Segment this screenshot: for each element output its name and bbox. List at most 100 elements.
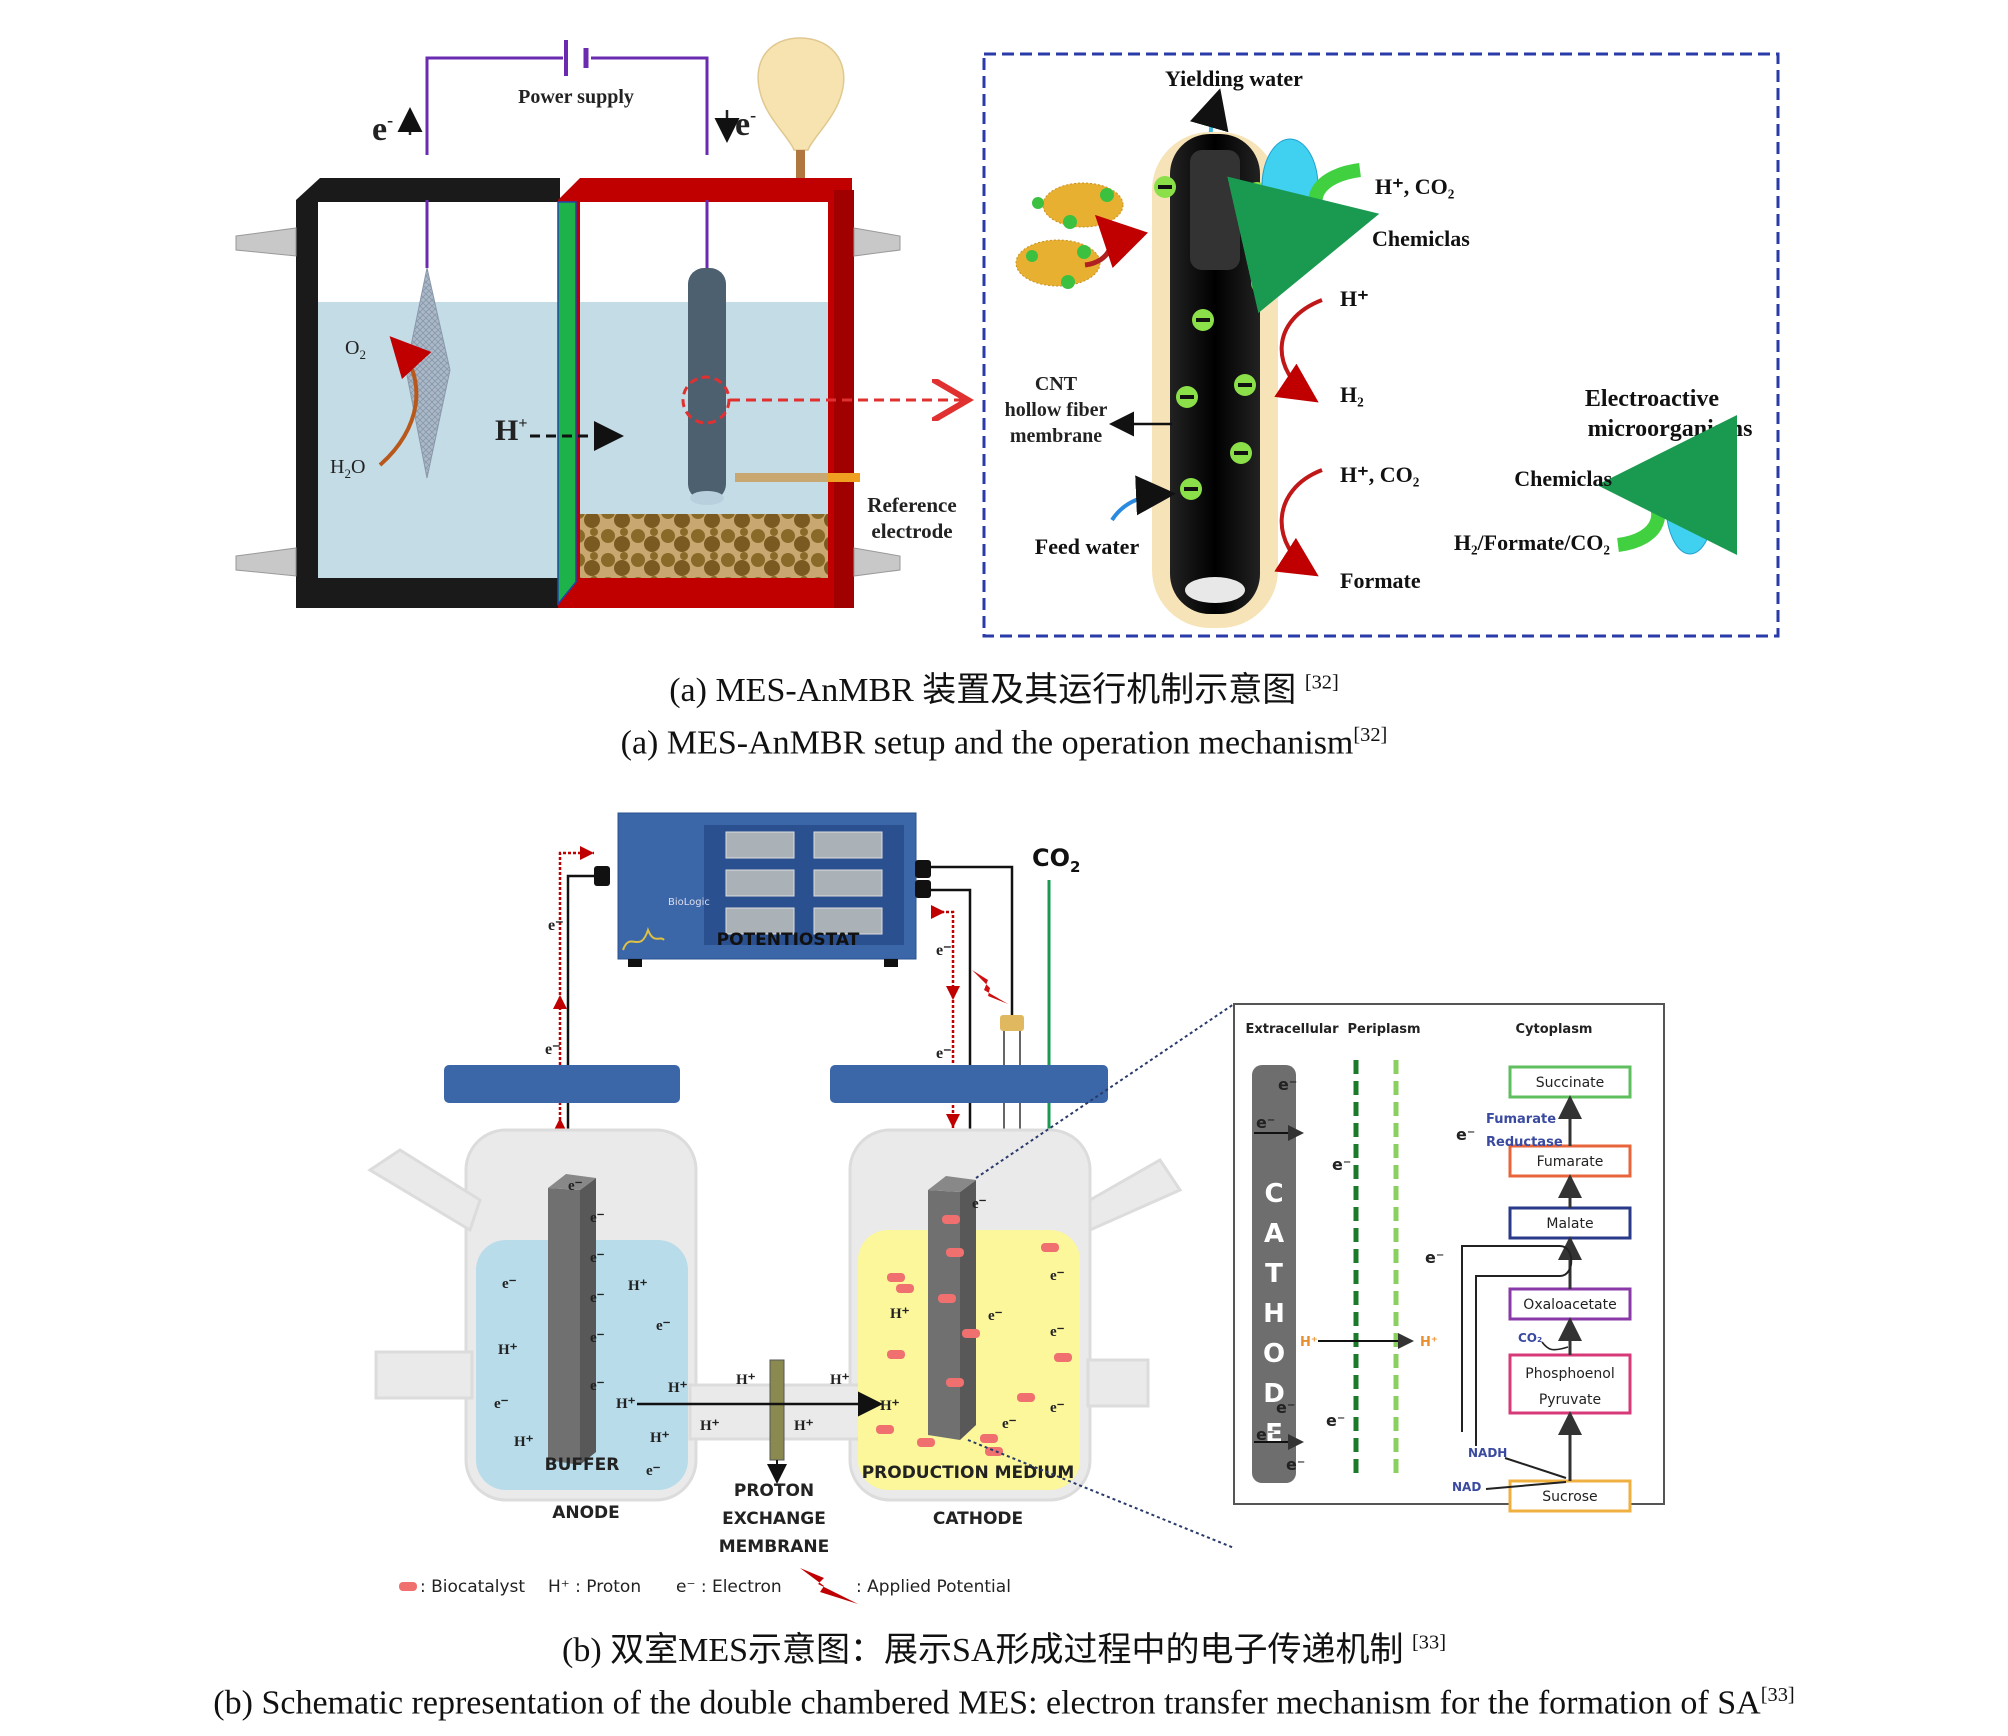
reference-electrode-label-1: Reference — [867, 493, 956, 517]
co2-fixation-curve — [1541, 1341, 1569, 1351]
extracellular-label: Extracellular — [1246, 1022, 1340, 1037]
inset-proton-right: H⁺ — [1420, 1335, 1438, 1350]
inset-cathode-bar — [1252, 1065, 1296, 1483]
electron-label: e⁻ — [972, 1196, 987, 1212]
inset-electron: e⁻ — [1425, 1248, 1444, 1267]
pathway-box-succinate — [1508, 1065, 1632, 1099]
chemiclas-top-label: Chemiclas — [1372, 226, 1470, 251]
electron-label: e⁻ — [590, 1250, 605, 1266]
feed-water-label: Feed water — [1035, 534, 1140, 559]
membrane-label-1: PROTON — [734, 1481, 814, 1501]
gas-bag-icon — [757, 37, 845, 151]
cathode-letter: A — [1264, 1219, 1284, 1249]
proton-exchange-membrane-a — [557, 201, 577, 607]
nadh-label: NADH — [1468, 1446, 1507, 1460]
electroactive-label-2: microorganisms — [1588, 416, 1753, 442]
oxygen-evolution-arrow — [378, 336, 432, 467]
caption-b-en: (b) Schematic representation of the doub… — [0, 1684, 2008, 1722]
biocatalysts — [876, 1215, 1072, 1456]
electron-up-label: e- — [372, 110, 393, 148]
pathway-box-oxaloacetate — [1508, 1287, 1632, 1321]
electron-charge — [1180, 478, 1202, 500]
pathway-label: Fumarate — [1537, 1154, 1604, 1170]
fumarate-reductase-label-2: Reductase — [1486, 1135, 1563, 1150]
caption-b-zh-ref: [33] — [1412, 1631, 1446, 1654]
legend: : Biocatalyst H⁺ : Proton e⁻ : Electron … — [399, 1568, 1011, 1604]
biocatalyst — [942, 1215, 960, 1224]
proton-label: H⁺ — [880, 1398, 900, 1414]
panel-a-mechanism: Yielding water H⁺, CO₂ Chem — [982, 52, 1780, 638]
electron-charge — [1154, 176, 1176, 198]
anode-headspace — [318, 202, 561, 302]
legend-bolt-icon — [800, 1568, 858, 1604]
flow-arrow — [580, 846, 594, 860]
pathway-box-fumarate — [1508, 1144, 1632, 1178]
green-conversion-arrow-bottom — [1597, 415, 1737, 555]
pathway-label: Malate — [1546, 1216, 1593, 1232]
h2-label: H₂ — [1340, 382, 1364, 407]
reference-electrode-tip — [828, 473, 860, 482]
proton-label: H⁺ — [830, 1372, 850, 1388]
proton-label-a: H+ — [495, 414, 527, 447]
zoom-line-top — [975, 1003, 1235, 1179]
biocatalyst — [1017, 1393, 1035, 1402]
h-co2-top-label: H⁺, CO₂ — [1375, 174, 1455, 199]
periplasm-label: Periplasm — [1347, 1022, 1420, 1037]
cathode-letter: O — [1263, 1339, 1285, 1369]
buffer-label: BUFFER — [545, 1455, 620, 1475]
flow-arrow — [946, 986, 960, 1000]
cytoplasm-label: Cytoplasm — [1516, 1022, 1593, 1037]
proton-label: H⁺ — [616, 1396, 636, 1412]
electron-label: e⁻ — [502, 1276, 517, 1292]
inset-electron: e⁻ — [1286, 1455, 1305, 1474]
to-formate-arrow — [1274, 468, 1323, 577]
legend-proton: H⁺ : Proton — [548, 1577, 641, 1597]
yielding-water-label: Yielding water — [1165, 66, 1303, 91]
electron-flow-anode — [558, 851, 594, 1180]
proton-label: H⁺ — [794, 1418, 814, 1434]
electron-label: e⁻ — [590, 1330, 605, 1346]
flow-arrow — [931, 905, 945, 919]
electron-label: e⁻ — [545, 1041, 561, 1058]
pathway-label: Sucrose — [1542, 1489, 1597, 1505]
biocatalyst — [887, 1273, 905, 1282]
cathode-side-arm — [1088, 1158, 1183, 1233]
electron-label: e⁻ — [568, 1178, 583, 1194]
co2-inset-label: CO₂ — [1518, 1331, 1542, 1345]
reference-electrode — [735, 473, 860, 482]
h-co2-bottom-label: H⁺, CO₂ — [1340, 462, 1420, 487]
legend-biocatalyst: : Biocatalyst — [420, 1577, 525, 1597]
fiber-bottom-opening — [1185, 577, 1245, 603]
biocatalyst — [938, 1294, 956, 1303]
flow-arrow — [946, 1114, 960, 1128]
potentiostat-channels — [704, 825, 904, 945]
anode-electrode — [548, 1188, 580, 1465]
electron-down-label: e- — [735, 105, 756, 143]
proton-label: H⁺ — [890, 1306, 910, 1322]
green-conversion-arrow-top — [1227, 163, 1380, 314]
cathode-wire — [591, 56, 709, 155]
zoom-highlight-circle — [681, 375, 731, 425]
anode-electrode-top — [548, 1174, 596, 1190]
cathode-electrode — [928, 1190, 960, 1440]
anaerobic-sludge — [580, 514, 828, 578]
panel-a-setup: Power supply e- e- O2 H2O H+ — [235, 37, 962, 608]
caption-a-en-ref: [32] — [1353, 724, 1388, 746]
electron-label: e⁻ — [1050, 1324, 1065, 1340]
electron-label: e⁻ — [1002, 1416, 1017, 1432]
biocatalyst — [980, 1434, 998, 1443]
cathode-label: CATHODE — [933, 1509, 1023, 1529]
anode-label: ANODE — [552, 1503, 620, 1523]
biocatalyst — [1054, 1353, 1072, 1362]
co2-label: CO2 — [1032, 844, 1080, 876]
anode-wire — [425, 56, 563, 155]
caption-a-zh: (a) MES-AnMBR 装置及其运行机制示意图 [32] — [0, 662, 2008, 711]
anode-side-arm — [367, 1148, 482, 1233]
anode-side-port — [374, 1350, 474, 1400]
anode-connector — [594, 866, 610, 886]
biocatalyst — [917, 1438, 935, 1447]
cathode-letter: D — [1263, 1379, 1285, 1409]
electron-label: e⁻ — [646, 1463, 661, 1479]
electron-label: e⁻ — [494, 1396, 509, 1412]
